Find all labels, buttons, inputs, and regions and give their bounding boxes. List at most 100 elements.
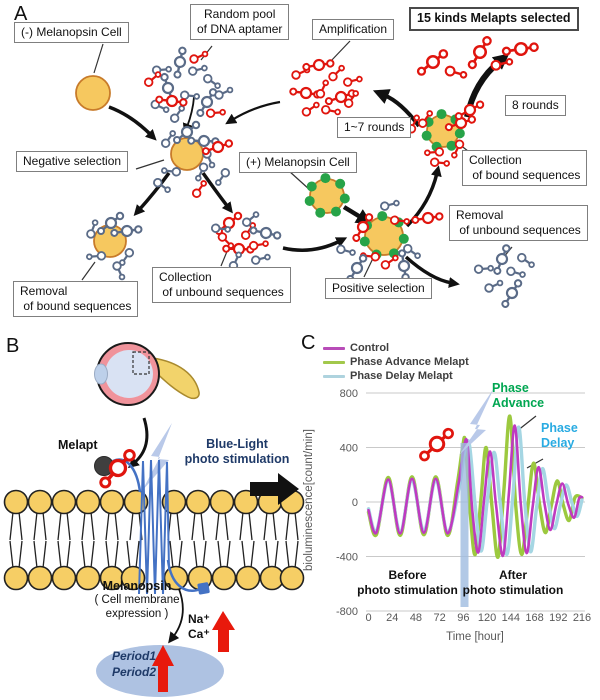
x-tick-label: 72 bbox=[434, 612, 446, 624]
box-rounds-8: 8 rounds bbox=[505, 95, 566, 116]
lipid-head bbox=[27, 489, 53, 515]
ion-up-arrow bbox=[212, 611, 235, 652]
y-tick-label: 400 bbox=[340, 443, 358, 455]
melanopsin-dot bbox=[335, 178, 346, 189]
series-control bbox=[367, 424, 584, 558]
legend-item-advance: Phase Advance Melapt bbox=[323, 356, 469, 368]
aptamer-icon bbox=[210, 166, 234, 187]
aptamer-icon bbox=[166, 104, 190, 125]
panel-b-label: B bbox=[6, 335, 20, 357]
panel-c-label: C bbox=[301, 332, 316, 354]
before-stimulation-label: Before photo stimulation bbox=[357, 568, 458, 597]
aptamer-icon bbox=[472, 259, 495, 279]
x-tick-label: 168 bbox=[525, 612, 543, 624]
box-collection-unbound: Collection of unbound sequences bbox=[152, 267, 291, 303]
phase-advance-annotation: Phase Advance bbox=[492, 381, 545, 411]
optic-nerve bbox=[150, 357, 200, 400]
melanopsin-dot bbox=[306, 181, 317, 192]
aptamer-icon bbox=[484, 279, 504, 293]
aptamer-icon bbox=[342, 73, 364, 90]
box-negative-selection: Negative selection bbox=[16, 151, 129, 172]
melapt-label: Melapt bbox=[58, 438, 98, 452]
melanopsin-dot bbox=[421, 130, 432, 141]
c-terminus-square bbox=[197, 582, 210, 595]
melanopsin-protein bbox=[94, 456, 210, 595]
cells-layer bbox=[75, 75, 465, 260]
melanopsin-dot bbox=[359, 236, 370, 247]
period-up-arrow bbox=[152, 645, 174, 692]
x-tick-label: 216 bbox=[573, 612, 591, 624]
lipid-head bbox=[27, 565, 53, 591]
period-genes-label: Period1 Period2 bbox=[112, 649, 157, 679]
melanopsin-dot bbox=[436, 109, 447, 120]
melanopsin-dot bbox=[339, 193, 350, 204]
melanopsin-dot bbox=[398, 233, 409, 244]
legend-label-delay: Phase Delay Melapt bbox=[350, 370, 453, 382]
x-tick-label: 144 bbox=[502, 612, 520, 624]
eye-illustration bbox=[94, 342, 200, 406]
x-tick-label: 120 bbox=[478, 612, 496, 624]
aptamer-icon bbox=[428, 152, 452, 174]
melanopsin-dot bbox=[315, 207, 326, 218]
lipid-head bbox=[99, 489, 125, 515]
legend-swatch-delay bbox=[323, 374, 345, 378]
box-collection-bound: Collection of bound sequences bbox=[462, 150, 588, 186]
blue-light-label: Blue-Light photo stimulation bbox=[184, 437, 290, 467]
lipid-head bbox=[75, 565, 101, 591]
lipid-head bbox=[185, 489, 211, 515]
retina-region-box bbox=[132, 351, 150, 375]
chart-gridlines bbox=[366, 392, 585, 612]
y-tick-label: 0 bbox=[352, 497, 358, 509]
box-random-pool: Random pool of DNA aptamer bbox=[190, 4, 290, 40]
legend-swatch-advance bbox=[323, 360, 345, 364]
lightning-bolt-icon bbox=[142, 423, 172, 491]
melanopsin-dot bbox=[454, 128, 465, 139]
y-tick-label: 800 bbox=[340, 388, 358, 400]
legend-swatch-control bbox=[323, 346, 345, 350]
aptamer-icon bbox=[442, 60, 469, 86]
legend-label-control: Control bbox=[350, 342, 390, 354]
after-stimulation-label: After photo stimulation bbox=[462, 568, 564, 597]
aptamer-icon bbox=[515, 249, 536, 273]
lipid-head bbox=[75, 489, 101, 515]
lipid-head bbox=[235, 565, 261, 591]
lightning-bolt-icon-chart bbox=[459, 388, 494, 455]
melanopsin-dot bbox=[304, 195, 315, 206]
box-rounds-1-7: 1~7 rounds bbox=[337, 117, 412, 138]
aptamer-icon bbox=[416, 48, 449, 77]
x-tick-label: 96 bbox=[457, 612, 469, 624]
box-selected-melapts: 15 kinds Melapts selected bbox=[409, 7, 579, 31]
lipid-head bbox=[3, 489, 29, 515]
chart-series bbox=[366, 414, 584, 559]
lipid-head bbox=[51, 489, 77, 515]
box-amplification: Amplification bbox=[312, 19, 395, 40]
x-tick-label: 24 bbox=[386, 612, 398, 624]
legend-item-control: Control bbox=[323, 342, 389, 354]
eye-lens bbox=[94, 363, 108, 385]
x-tick-label: 0 bbox=[365, 612, 371, 624]
lipid-head bbox=[209, 489, 235, 515]
stimulation-bar bbox=[460, 443, 469, 607]
box-neg-melanopsin-cell: (-) Melanopsin Cell bbox=[14, 22, 129, 43]
aptamer-icon bbox=[142, 70, 164, 88]
aptamer-icon bbox=[379, 254, 401, 271]
lipid-head bbox=[279, 565, 305, 591]
lipid-head bbox=[3, 565, 29, 591]
aptamer-icon bbox=[250, 251, 272, 268]
aptamer-icon bbox=[300, 101, 322, 118]
membrane-expression-label: ( Cell membrane expression ) bbox=[94, 594, 180, 621]
box-removal-unbound: Removal of unbound sequences bbox=[449, 205, 588, 241]
box-removal-bound: Removal of bound sequences bbox=[13, 281, 139, 317]
melanopsin-dot bbox=[320, 173, 331, 184]
aptamer-icon bbox=[379, 197, 401, 214]
lipid-head bbox=[233, 489, 259, 515]
aptamer-icon bbox=[410, 201, 445, 235]
legend-item-delay: Phase Delay Melapt bbox=[323, 370, 453, 382]
eye-to-membrane-arrow bbox=[127, 417, 149, 469]
lipid-head bbox=[211, 565, 237, 591]
lipid-head bbox=[51, 565, 77, 591]
x-tick-label: 48 bbox=[410, 612, 422, 624]
x-axis-label: Time [hour] bbox=[446, 631, 504, 643]
